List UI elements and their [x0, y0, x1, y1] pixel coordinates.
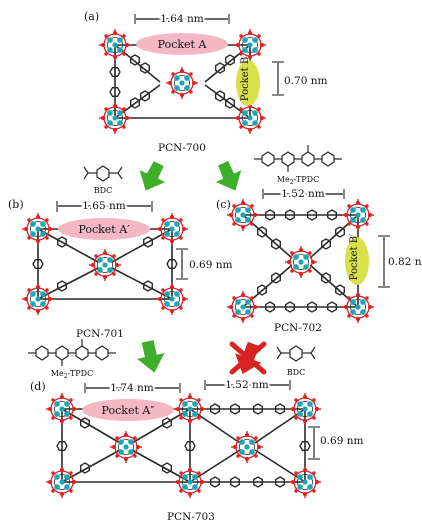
dimension-a-height: 0.70 nm — [284, 75, 327, 87]
dimension-d-width-right: 1.52 nm — [225, 379, 268, 391]
arrow-green-right — [215, 160, 242, 191]
dimension-c-width: 1.52 nm — [281, 188, 324, 200]
pocket-b-ellipse — [236, 60, 260, 106]
arrow-green-left — [139, 161, 166, 191]
pocket-b-prime-ellipse — [345, 237, 369, 285]
pocket-a-ellipse — [136, 33, 228, 55]
dimension-b-height: 0.69 nm — [189, 259, 232, 271]
panel-d: (d) 1.74 nm 1.52 nm — [30, 377, 363, 523]
me2-tpdc-linker-1: Me2-TPDC — [254, 145, 342, 186]
dimension-a-width: 1.64 nm — [160, 13, 203, 25]
dimension-d-height: 0.69 nm — [320, 435, 363, 447]
panel-a: (a) 1.64 nm Pocket A Pocket B — [84, 10, 327, 154]
panel-c: (c) 1.52 nm Pocket B′ 0.82 nm — [216, 186, 422, 334]
pocket-a-double-prime-label: Pocket A″ — [102, 404, 155, 417]
panel-b: (b) 1.65 nm Pocket A′ 0.69 nm PCN-701 — [8, 198, 232, 340]
pocket-b-label: Pocket B — [240, 57, 251, 101]
me2-tpdc-label-2: Me2-TPDC — [51, 369, 93, 380]
panel-d-label: (d) — [30, 380, 46, 393]
panel-b-name: PCN-701 — [76, 328, 124, 340]
pocket-b-prime-label: Pocket B′ — [349, 233, 360, 280]
pocket-a-label: Pocket A — [158, 38, 208, 51]
panel-c-label: (c) — [216, 198, 231, 211]
me2-tpdc-linker-2: Me2-TPDC — [28, 339, 116, 380]
panel-b-label: (b) — [8, 198, 24, 211]
pocket-a-prime-label: Pocket A′ — [78, 223, 130, 236]
dimension-d-width-left: 1.74 nm — [110, 382, 153, 394]
pocket-a-prime-ellipse — [58, 218, 150, 240]
bdc-linker-1: BDC — [83, 165, 123, 195]
me2-tpdc-label: Me2-TPDC — [277, 175, 319, 186]
panel-a-label: (a) — [84, 10, 99, 23]
pocket-a-double-prime-ellipse — [82, 399, 174, 421]
panel-a-name: PCN-700 — [158, 142, 206, 154]
arrow-red-blocked — [229, 341, 267, 375]
bdc-label: BDC — [94, 186, 112, 195]
dimension-b-width: 1.65 nm — [82, 200, 125, 212]
panel-d-name: PCN-703 — [167, 511, 215, 523]
dimension-c-height: 0.82 nm — [388, 256, 422, 268]
bdc-linker-2: BDC — [276, 345, 316, 377]
bdc-label-2: BDC — [287, 368, 305, 377]
panel-c-name: PCN-702 — [274, 322, 322, 334]
arrow-green-down — [137, 340, 165, 373]
